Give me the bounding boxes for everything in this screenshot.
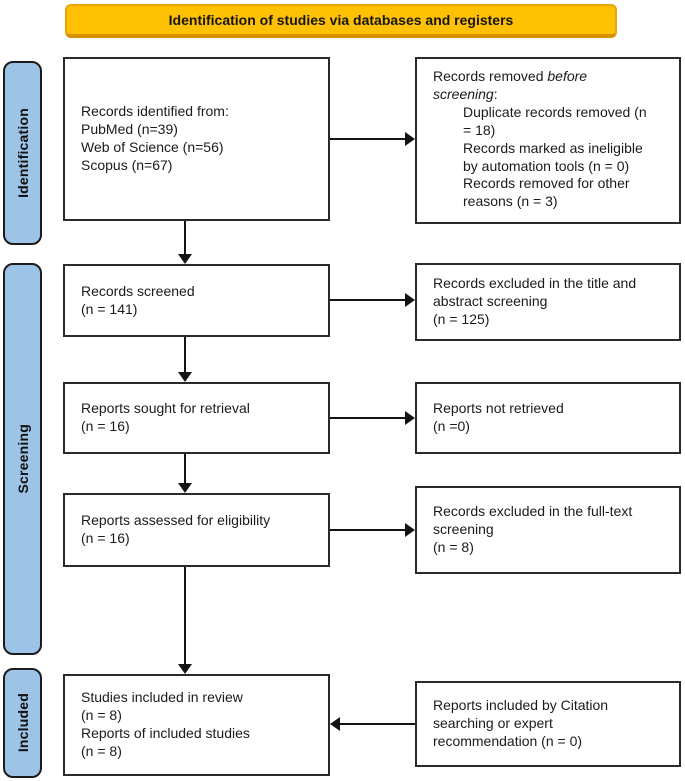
box-line: PubMed (n=39) [81, 121, 178, 138]
box-line: (n = 16) [81, 418, 130, 434]
arrowhead-left-icon [330, 717, 340, 731]
box-line: (n = 8) [433, 538, 474, 555]
box-line: Records screened [81, 282, 195, 299]
stage-identification-label: Identification [14, 108, 31, 198]
box-line: screening: [433, 86, 669, 104]
box-line: Reports assessed for eligibility [81, 512, 271, 529]
arrow-shaft [330, 417, 407, 419]
arrowhead-right-icon [405, 523, 415, 537]
arrow-sought-to-not-retrieved [330, 411, 415, 425]
arrow-screened-to-sought [178, 337, 192, 382]
removed-title-prefix: Records removed [433, 68, 548, 84]
arrowhead-down-icon [178, 254, 192, 264]
box-line: Reports included by Citation [433, 697, 609, 714]
removed-title-italic: before [547, 68, 588, 84]
box-line: (n = 8) [81, 707, 122, 724]
removed-reason-line: by automation tools (n = 0) [463, 157, 630, 174]
arrowhead-down-icon [178, 372, 192, 382]
box-line: Web of Science (n=56) [81, 139, 224, 155]
box-line: (n = 125) [433, 310, 490, 327]
box-citation-searching: Reports included by Citation searching o… [415, 681, 681, 767]
arrow-screened-to-excluded [330, 293, 415, 307]
box-line: Records removed before [433, 68, 669, 86]
arrow-sought-to-assessed [178, 454, 192, 493]
stage-screening: Screening [3, 263, 42, 655]
box-line: searching or expert [433, 715, 553, 732]
box-records-screened: Records screened (n = 141) [63, 264, 330, 337]
banner-identification-via-databases: Identification of studies via databases … [65, 4, 617, 38]
arrow-shaft [330, 299, 407, 301]
removed-reason-line: Records marked as ineligible [463, 139, 643, 156]
arrow-assessed-to-included [178, 567, 192, 674]
box-records-identified: Records identified from: PubMed (n=39) W… [63, 57, 330, 221]
box-line: Reports of included studies [81, 725, 250, 741]
arrow-citation-to-included [330, 717, 415, 731]
box-line: (n = 8) [81, 742, 122, 759]
arrow-shaft [184, 567, 186, 666]
removed-title-suffix: : [493, 85, 498, 102]
arrowhead-down-icon [178, 483, 192, 493]
removed-reason-line: reasons (n = 3) [463, 193, 558, 210]
box-excluded-full-text: Records excluded in the full-text screen… [415, 486, 681, 574]
box-line: Reports sought for retrieval [81, 400, 250, 417]
arrow-identified-to-screened [178, 221, 192, 264]
arrow-shaft [184, 337, 186, 374]
removed-reason-list: Duplicate records removed (n = 18) Recor… [433, 104, 669, 211]
box-line: Records excluded in the full-text [433, 503, 633, 520]
box-line: (n = 16) [81, 530, 130, 546]
arrow-shaft [184, 221, 186, 256]
arrowhead-right-icon [405, 411, 415, 425]
box-excluded-title-abstract: Records excluded in the title and abstra… [415, 263, 681, 341]
stage-included: Included [3, 668, 42, 778]
arrowhead-right-icon [405, 293, 415, 307]
arrow-assessed-to-excluded-full-text [330, 523, 415, 537]
box-line: Studies included in review [81, 689, 243, 706]
box-line: Records identified from: [81, 103, 229, 120]
banner-label: Identification of studies via databases … [168, 12, 514, 28]
box-line: abstract screening [433, 293, 548, 310]
removed-reason-line: = 18) [463, 121, 496, 138]
arrow-shaft [338, 723, 415, 725]
arrowhead-right-icon [405, 132, 415, 146]
box-studies-included: Studies included in review (n = 8) Repor… [63, 674, 330, 776]
box-line: Scopus (n=67) [81, 156, 173, 173]
arrow-shaft [330, 529, 407, 531]
box-line: recommendation (n = 0) [433, 732, 583, 749]
box-line: screening [433, 521, 494, 538]
box-line: (n = 141) [81, 300, 138, 317]
box-reports-not-retrieved: Reports not retrieved (n =0) [415, 382, 681, 454]
arrow-identified-to-removed [330, 132, 415, 146]
stage-included-label: Included [14, 693, 31, 753]
box-reports-sought: Reports sought for retrieval (n = 16) [63, 382, 330, 454]
box-line: Records excluded in the title and [433, 275, 637, 292]
arrow-shaft [184, 454, 186, 485]
box-records-removed: Records removed before screening: Duplic… [415, 57, 681, 224]
box-reports-assessed: Reports assessed for eligibility (n = 16… [63, 493, 330, 567]
box-line: (n =0) [433, 418, 470, 434]
stage-screening-label: Screening [14, 424, 31, 494]
removed-title-italic2: screening [433, 85, 494, 102]
arrowhead-down-icon [178, 664, 192, 674]
removed-reason-line: Duplicate records removed (n [463, 103, 647, 120]
stage-identification: Identification [3, 61, 42, 245]
arrow-shaft [330, 138, 407, 140]
box-line: Reports not retrieved [433, 400, 564, 417]
removed-reason-line: Records removed for other [463, 175, 630, 192]
